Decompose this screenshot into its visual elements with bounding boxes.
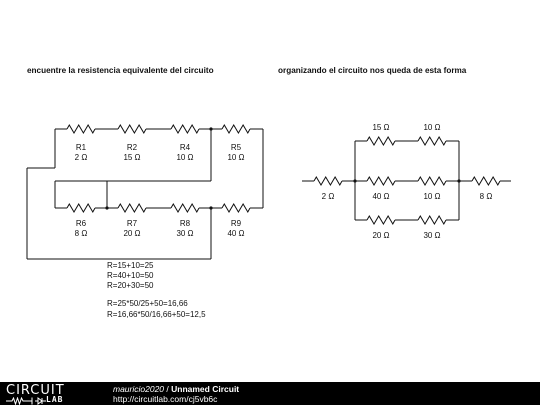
resistor-right-2: [313, 176, 343, 187]
right-label-20: 20 Ω: [372, 231, 389, 240]
resistor-r1: [66, 124, 96, 135]
resistor-r5: [221, 124, 251, 135]
footer-credit: mauricio2020 / Unnamed Circuit: [113, 384, 239, 394]
resistor-r8: [170, 203, 200, 214]
footer-url[interactable]: http://circuitlab.com/cj5vb6c: [113, 394, 218, 404]
footer-username[interactable]: mauricio2020: [113, 384, 165, 394]
resistor-right-10-top: [417, 136, 447, 147]
r1-value: 2 Ω: [75, 153, 88, 162]
r6-name: R6: [76, 219, 87, 228]
r4-name: R4: [180, 143, 191, 152]
footer-separator: /: [164, 384, 172, 394]
resistor-right-20: [366, 215, 396, 226]
resistor-r2: [117, 124, 147, 135]
circuit-canvas: encuentre la resistencia equivalente del…: [26, 66, 511, 319]
footer-bar: CIRCUIT LAB mauricio2020 / Unnamed Circu…: [0, 382, 540, 405]
calc-line-2: R=40+10=50: [107, 271, 154, 280]
r1-name: R1: [76, 143, 87, 152]
calc-line-1: R=15+10=25: [107, 261, 154, 270]
r9-value: 40 Ω: [227, 229, 244, 238]
r5-value: 10 Ω: [227, 153, 244, 162]
resistor-right-30: [417, 215, 447, 226]
resistor-r9: [221, 203, 251, 214]
right-junctions: [353, 179, 461, 183]
r2-name: R2: [127, 143, 138, 152]
r6-value: 8 Ω: [75, 229, 88, 238]
circuitlab-logo[interactable]: CIRCUIT LAB: [6, 383, 108, 405]
resistor-right-8: [471, 176, 501, 187]
footer-circuit-title[interactable]: Unnamed Circuit: [171, 384, 240, 394]
resistor-r4: [170, 124, 200, 135]
right-label-8: 8 Ω: [480, 192, 493, 201]
right-label-15: 15 Ω: [372, 123, 389, 132]
r8-name: R8: [180, 219, 191, 228]
resistor-right-40: [366, 176, 396, 187]
logo-text-top: CIRCUIT: [6, 383, 65, 398]
right-heading: organizando el circuito nos queda de est…: [278, 66, 467, 75]
resistor-right-10-mid: [417, 176, 447, 187]
resistor-r6: [66, 203, 96, 214]
r8-value: 30 Ω: [176, 229, 193, 238]
left-junctions: [105, 127, 213, 210]
left-heading: encuentre la resistencia equivalente del…: [27, 66, 214, 75]
right-label-10-top: 10 Ω: [423, 123, 440, 132]
calc-line-5: R=16,66*50/16,66+50=12,5: [107, 310, 206, 319]
right-label-40: 40 Ω: [372, 192, 389, 201]
resistor-r7: [117, 203, 147, 214]
left-circuit-wires: [26, 128, 264, 260]
r2-value: 15 Ω: [123, 153, 140, 162]
r5-name: R5: [231, 143, 242, 152]
r9-name: R9: [231, 219, 242, 228]
r4-value: 10 Ω: [176, 153, 193, 162]
calc-line-4: R=25*50/25+50=16,66: [107, 299, 188, 308]
logo-text-bottom: LAB: [46, 395, 64, 404]
logo-circuit-icon: [6, 397, 46, 405]
r7-value: 20 Ω: [123, 229, 140, 238]
right-label-30: 30 Ω: [423, 231, 440, 240]
calc-line-3: R=20+30=50: [107, 281, 154, 290]
right-label-10-mid: 10 Ω: [423, 192, 440, 201]
r7-name: R7: [127, 219, 138, 228]
resistor-right-15: [366, 136, 396, 147]
right-label-2: 2 Ω: [322, 192, 335, 201]
